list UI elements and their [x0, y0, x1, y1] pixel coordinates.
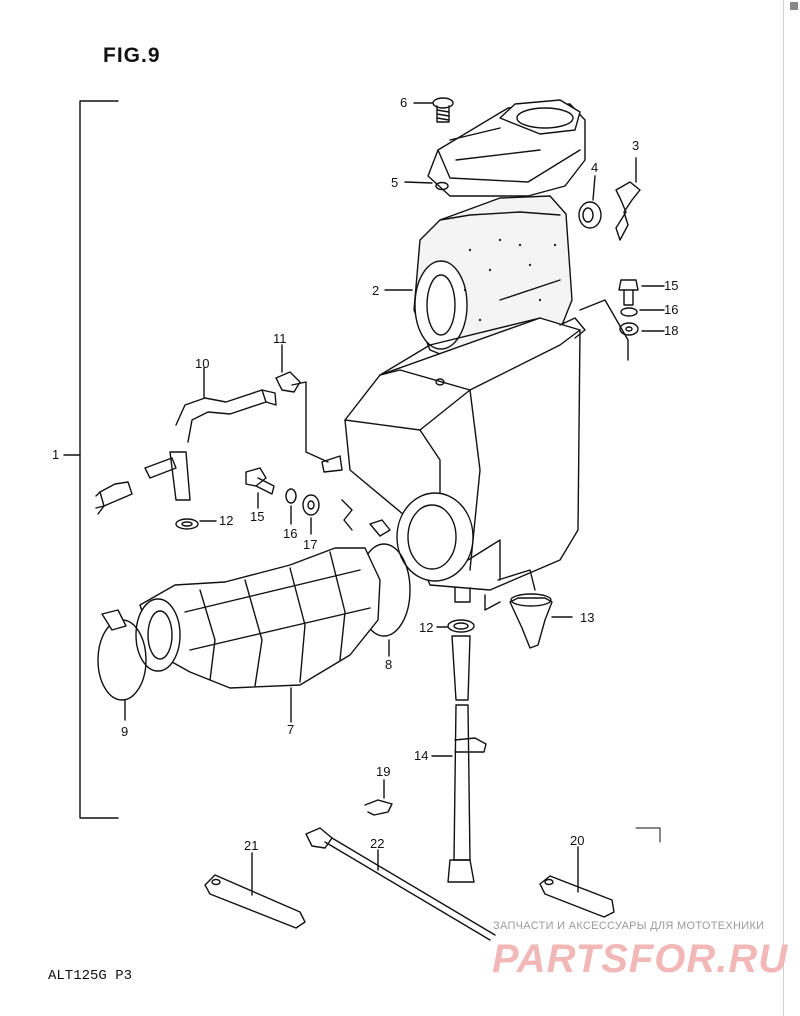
- leader-dashes: [635, 827, 661, 843]
- part-6-screw: [413, 97, 454, 123]
- callout-10: 10: [195, 356, 210, 371]
- callout-8: 8: [385, 657, 393, 672]
- callout-12-upper: 12: [219, 513, 234, 528]
- callout-14: 14: [414, 748, 429, 763]
- callout-6: 6: [400, 95, 408, 110]
- part-15-bolt-left: [245, 467, 275, 509]
- callout-13: 13: [580, 610, 595, 625]
- watermark-logo: PARTSFOR.RU: [492, 937, 789, 981]
- figure-title: FIG.9: [103, 44, 161, 67]
- callout-9: 9: [121, 724, 129, 739]
- callout-18: 18: [664, 323, 679, 338]
- callout-15-right: 15: [664, 278, 679, 293]
- part-12-clamp-lower: [436, 619, 475, 633]
- callout-15-left: 15: [250, 509, 265, 524]
- part-21-band: [204, 852, 306, 929]
- part-5-intake-cover: [404, 99, 586, 197]
- callout-12-lower: 12: [419, 620, 434, 635]
- part-19-clip: [364, 779, 393, 816]
- callout-19: 19: [376, 764, 391, 779]
- part-10-breather-hose: [144, 367, 277, 501]
- breather-valve: [95, 481, 133, 515]
- part-7-intake-duct: [135, 547, 381, 723]
- callout-11: 11: [273, 331, 287, 346]
- part-4-grommet: [578, 175, 602, 229]
- callout-2: 2: [372, 283, 380, 298]
- callout-16-right: 16: [664, 302, 679, 317]
- callout-20: 20: [570, 833, 585, 848]
- part-14-drain-tube: [431, 635, 487, 883]
- assembly-bracket: [63, 100, 119, 819]
- part-12-clamp-upper: [175, 518, 217, 530]
- part-15-bolt-right: [618, 279, 665, 306]
- callout-21: 21: [244, 838, 259, 853]
- watermark-tagline: ЗАПЧАСТИ И АКСЕССУАРЫ ДЛЯ МОТОТЕХНИКИ: [493, 920, 765, 932]
- corner-mark: [790, 2, 798, 10]
- callout-4: 4: [591, 160, 599, 175]
- part-20-band: [539, 846, 615, 918]
- callout-1: 1: [52, 447, 60, 462]
- part-11-clamp: [275, 344, 301, 393]
- callout-3: 3: [632, 138, 640, 153]
- part-16-washer-right: [620, 307, 665, 317]
- part-18-grommet-right: [619, 322, 665, 336]
- part-9-clamp: [97, 609, 147, 721]
- part-22-cable-tie: [305, 827, 496, 941]
- part-3-clip: [615, 157, 641, 241]
- air-box-housing: [321, 317, 586, 603]
- callout-22: 22: [370, 836, 385, 851]
- part-13-drain-cap: [484, 569, 573, 649]
- callout-7: 7: [287, 722, 295, 737]
- callout-17: 17: [303, 537, 318, 552]
- callout-16-left: 16: [283, 526, 298, 541]
- part-17-grommet: [302, 494, 320, 535]
- scan-edge-line: [783, 0, 784, 1016]
- callout-5: 5: [391, 175, 399, 190]
- part-16-washer-left: [285, 488, 297, 525]
- model-code: ALT125G P3: [48, 968, 133, 984]
